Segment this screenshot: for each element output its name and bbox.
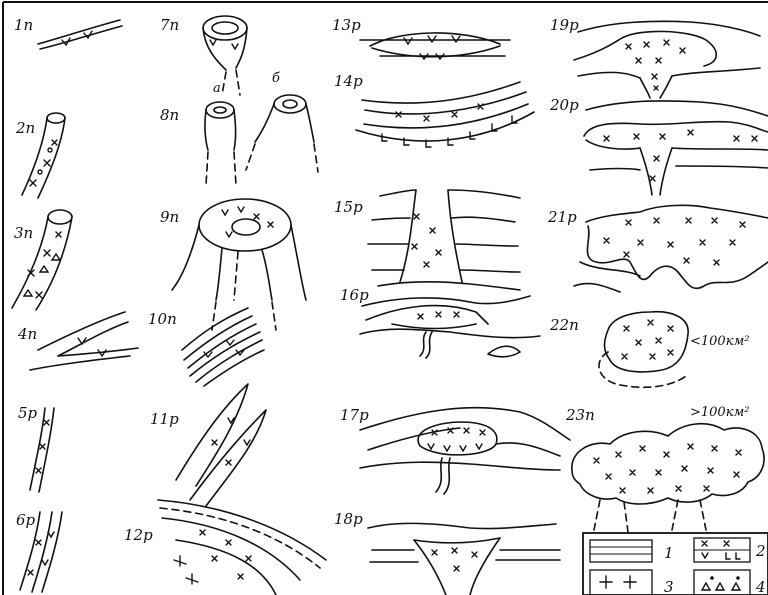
legend-label-2: 2 <box>755 542 766 560</box>
label-8p: 8п <box>160 106 179 124</box>
figure-17p: 17р <box>340 406 570 494</box>
label-16p: 16р <box>340 286 369 304</box>
label-8b: б <box>272 71 280 86</box>
figure-21p: 21р <box>547 205 768 292</box>
label-1p: 1п <box>14 16 33 34</box>
figure-3p: 3п <box>12 210 72 310</box>
figure-13p: 13р <box>332 16 510 59</box>
label-19p: 19р <box>550 16 579 34</box>
figure-2p: 2п <box>15 113 65 198</box>
figure-15p: 15р <box>334 190 520 290</box>
figure-6p: 6р <box>16 511 62 592</box>
figure-5p: 5р <box>18 404 54 492</box>
label-4p: 4п <box>17 325 37 343</box>
figure-12p: 12р <box>124 500 326 595</box>
label-9p: 9п <box>160 208 179 226</box>
label-7p: 7п <box>160 16 179 34</box>
label-15p: 15р <box>334 198 363 216</box>
legend-item-3: 3 <box>590 570 674 595</box>
legend-item-2: 2 <box>694 538 766 562</box>
area-note-large: >100км² <box>690 405 749 420</box>
figure-14p: 14р <box>334 72 534 147</box>
label-22p: 22п <box>549 316 579 334</box>
label-17p: 17р <box>340 406 369 424</box>
legend-item-4: 4 <box>694 570 766 595</box>
area-note-small: <100км² <box>690 334 749 349</box>
figure-16p: 16р <box>340 286 540 358</box>
figure-19p: 19р <box>550 16 760 98</box>
figure-22p: 22п <100км² <box>549 312 749 388</box>
label-3p: 3п <box>14 224 33 242</box>
label-21p: 21р <box>547 208 577 226</box>
label-5p: 5р <box>18 404 38 422</box>
label-13p: 13р <box>332 16 361 34</box>
label-8a: а <box>213 81 221 96</box>
legend-label-3: 3 <box>664 578 674 595</box>
legend-label-1: 1 <box>664 544 674 562</box>
label-2p: 2п <box>15 119 35 137</box>
label-14p: 14р <box>334 72 363 90</box>
label-20p: 20р <box>549 96 579 114</box>
label-6p: 6р <box>16 511 36 529</box>
legend-item-1: 1 <box>590 540 674 562</box>
figure-4p: 4п <box>17 312 138 370</box>
legend-label-4: 4 <box>755 578 766 595</box>
figure-9p: 9п <box>160 199 306 330</box>
label-10p: 10п <box>148 310 177 328</box>
frame <box>3 2 768 595</box>
figure-20p: 20р <box>549 96 768 195</box>
label-12p: 12р <box>124 526 153 544</box>
legend: 1 2 3 4 <box>583 533 768 595</box>
figure-18p: 18р <box>334 510 560 595</box>
figure-7p: 7п <box>160 16 247 95</box>
label-23p: 23п <box>565 406 595 424</box>
label-11p: 11р <box>150 410 179 428</box>
figure-23p: 23п >100км² <box>565 405 764 532</box>
figure-1p: 1п <box>14 16 122 49</box>
figure-10p: 10п <box>148 308 264 386</box>
label-18p: 18р <box>334 510 363 528</box>
figure-11p: 11р <box>150 384 266 506</box>
